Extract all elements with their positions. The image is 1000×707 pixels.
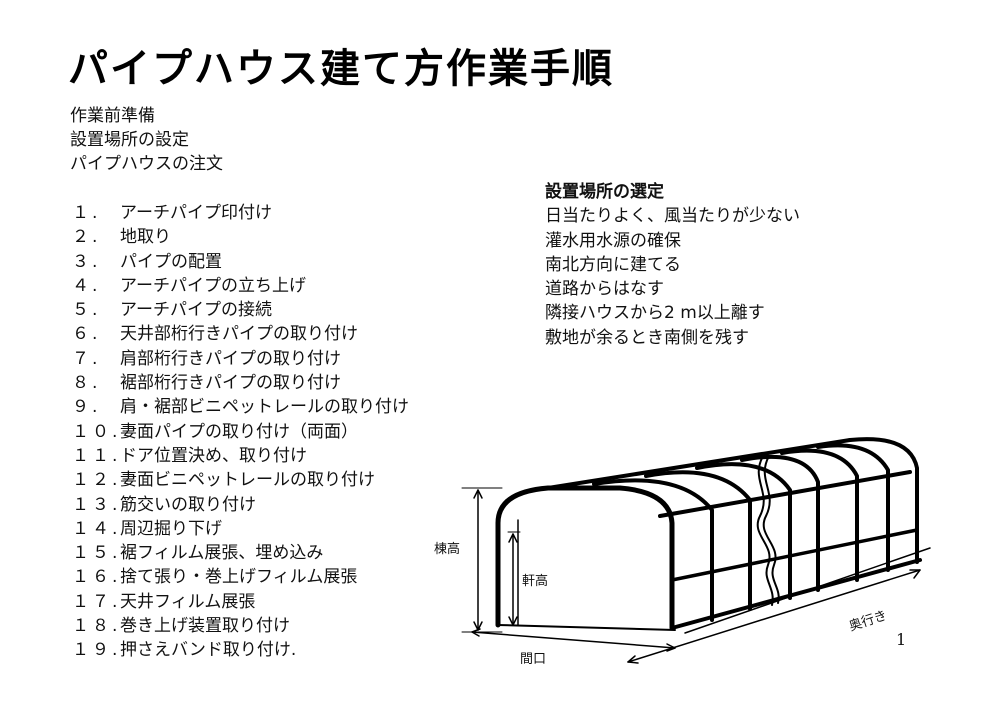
width-label: 間口 (520, 652, 547, 667)
greenhouse-diagram: 棟高 軒高 間口 奥行き (420, 420, 1000, 707)
arrow-head (508, 616, 518, 626)
page-title: パイプハウス建て方作業手順 (68, 46, 614, 92)
site-selection-item: 隣接ハウスから2 m以上離す (545, 303, 765, 324)
step-number: １５. (72, 543, 121, 564)
step-text: 妻面パイプの取り付け（両面） (120, 421, 358, 442)
step-number: ５. (72, 300, 101, 321)
front-arch (495, 485, 675, 631)
arch-pipe (592, 478, 714, 622)
step-item: １５.裾フィルム展張、埋め込み (72, 541, 409, 565)
step-number: １６. (72, 567, 121, 588)
step-text: 天井部桁行きパイプの取り付け (120, 324, 358, 345)
step-item: ３. パイプの配置 (72, 250, 409, 274)
step-text: パイプの配置 (120, 251, 222, 272)
step-text: ドア位置決め、取り付け (120, 445, 307, 466)
steps-list: １. アーチパイプ印付け ２. 地取り ３. パイプの配置 ４. アーチパイプの立ち上げ… (72, 201, 409, 663)
site-selection-item: 敷地が余るとき南側を残す (545, 327, 749, 348)
step-item: ９. 肩・裾部ビニペットレールの取り付け (72, 395, 409, 419)
shoulder-pipe (658, 470, 912, 518)
step-number: １８. (72, 616, 121, 637)
step-item: １４.周辺掘り下げ (72, 517, 409, 541)
step-text: 捨て張り・巻上げフィルム展張 (120, 567, 358, 588)
step-item: １１.ドア位置決め、取り付け (72, 444, 409, 468)
site-selection-item: 灌水用水源の確保 (545, 230, 681, 251)
arrow-head (627, 655, 639, 664)
step-number: １９. (72, 640, 121, 661)
eave-height-label: 軒高 (522, 574, 549, 589)
ridge-pipe (546, 438, 852, 490)
step-number: ６. (72, 324, 101, 345)
step-text: 押さえバンド取り付け. (120, 640, 297, 661)
site-selection-item: 日当たりよく、風当たりが少ない (545, 206, 800, 227)
preparation-list: 作業前準備 設置場所の設定 パイプハウスの注文 (70, 104, 223, 176)
step-text: 裾フィルム展張、埋め込み (120, 543, 324, 564)
rollup-line (762, 455, 780, 604)
width-arrow (471, 631, 676, 649)
step-item: １７.天井フィルム展張 (72, 590, 409, 614)
step-number: ４. (72, 275, 101, 296)
step-item: １６.捨て張り・巻上げフィルム展張 (72, 565, 409, 589)
step-number: ２. (72, 227, 101, 248)
site-selection-item: 南北方向に建てる (545, 254, 681, 275)
step-text: 肩部桁行きパイプの取り付け (120, 348, 341, 369)
step-item: １８.巻き上げ装置取り付け (72, 614, 409, 638)
step-item: １２.妻面ビニペットレールの取り付け (72, 468, 409, 492)
front-base (497, 624, 676, 631)
step-number: ９. (72, 397, 101, 418)
step-text: 裾部桁行きパイプの取り付け (120, 373, 341, 394)
step-item: ４. アーチパイプの立ち上げ (72, 274, 409, 298)
site-selection-heading: 設置場所の選定 (545, 182, 664, 202)
arch-pipe (740, 454, 820, 592)
arrow-head (666, 643, 676, 652)
step-item: ７. 肩部桁行きパイプの取り付け (72, 347, 409, 371)
page-number: 1 (896, 630, 907, 649)
step-item: １３.筋交いの取り付け (72, 493, 409, 517)
step-text: 巻き上げ装置取り付け (120, 616, 290, 637)
step-text: 筋交いの取り付け (120, 494, 256, 515)
step-item: ６. 天井部桁行きパイプの取り付け (72, 322, 409, 346)
step-text: 天井フィルム展張 (120, 591, 256, 612)
arch-pipe (848, 437, 919, 564)
step-number: １０. (72, 421, 121, 442)
step-number: ３. (72, 251, 101, 272)
step-text: 妻面ビニペットレールの取り付け (120, 470, 375, 491)
step-item: １０.妻面パイプの取り付け（両面） (72, 420, 409, 444)
arch-pipe (780, 448, 859, 582)
step-item: ５. アーチパイプの接続 (72, 298, 409, 322)
step-number: １７. (72, 591, 121, 612)
arrow-head (471, 628, 481, 637)
preparation-item: パイプハウスの注文 (70, 154, 223, 174)
step-number: １３. (72, 494, 121, 515)
ridge-height-label: 棟高 (434, 542, 461, 557)
preparation-item: 設置場所の設定 (70, 130, 189, 150)
step-item: １９.押さえバンド取り付け. (72, 638, 409, 662)
site-selection-section: 設置場所の選定 日当たりよく、風当たりが少ない 灌水用水源の確保 南北方向に建て… (545, 180, 800, 350)
step-text: アーチパイプの立ち上げ (120, 275, 306, 296)
step-text: 肩・裾部ビニペットレールの取り付け (120, 397, 409, 418)
step-item: ２. 地取り (72, 225, 409, 249)
step-number: １４. (72, 518, 121, 539)
preparation-item: 作業前準備 (70, 106, 155, 126)
arch-pipe (644, 470, 752, 611)
step-text: アーチパイプ印付け (120, 203, 272, 223)
arrow-head (508, 533, 518, 543)
step-text: 周辺掘り下げ (120, 518, 222, 539)
step-text: 地取り (120, 227, 171, 248)
rollup-line (756, 455, 774, 606)
step-number: １１. (72, 445, 121, 466)
arrow-head (909, 569, 921, 579)
arrow-head (473, 489, 483, 499)
step-number: １. (72, 203, 101, 223)
greenhouse-illustration (461, 437, 931, 664)
site-selection-item: 道路からはなす (545, 279, 664, 300)
step-number: ７. (72, 348, 101, 369)
step-number: ８. (72, 373, 101, 394)
depth-arrow (627, 569, 921, 663)
step-item: ８. 裾部桁行きパイプの取り付け (72, 371, 409, 395)
arch-pipe (816, 443, 890, 572)
step-number: １２. (72, 470, 121, 491)
step-text: アーチパイプの接続 (120, 300, 272, 321)
step-item: １. アーチパイプ印付け (72, 201, 409, 225)
